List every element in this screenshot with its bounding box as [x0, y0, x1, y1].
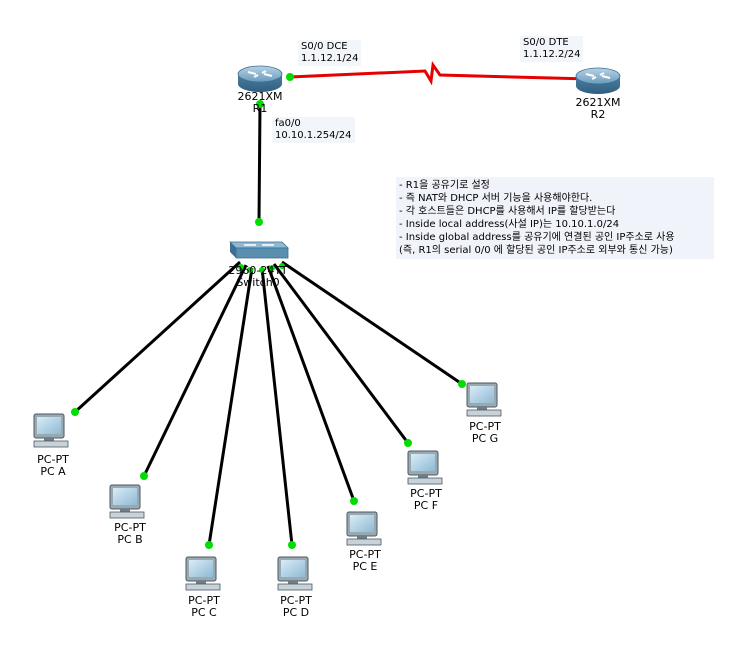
link-switch-pc-f: [272, 263, 410, 444]
pc-name: PC G: [471, 432, 499, 445]
pc-icon[interactable]: [407, 450, 443, 485]
r2-serial-ip: 1.1.12.2/24: [523, 49, 581, 60]
link-switch-pc-e: [266, 265, 356, 502]
router-name: R2: [590, 108, 606, 121]
r1-serial-interface: S0/0 DCE: [301, 41, 348, 52]
note-line: (즉, R1의 serial 0/0 에 할당된 공인 IP주소로 외부와 통신…: [399, 245, 673, 256]
pc-name: PC D: [282, 606, 310, 619]
switch-name: Switch0: [236, 276, 280, 289]
ethernet-link-r1-switch: [257, 103, 262, 223]
pc-type: PC-PT: [410, 487, 442, 500]
note-line: - 각 호스트들은 DHCP를 사용해서 IP를 할당받는다: [399, 206, 616, 217]
pc-icon[interactable]: [109, 484, 145, 519]
pc-g-label: PC-PT PC G: [455, 421, 515, 445]
pc-e-label: PC-PT PC E: [335, 549, 395, 573]
r1-fa-interface: fa0/0: [275, 118, 301, 129]
link-up-dot: [255, 218, 263, 226]
r2-serial-label: S0/0 DTE 1.1.12.2/24: [520, 36, 584, 62]
pc-name: PC B: [117, 533, 143, 546]
r1-fa-ip: 10.10.1.254/24: [275, 130, 352, 141]
r1-serial-label: S0/0 DCE 1.1.12.1/24: [298, 40, 362, 66]
link-switch-pc-c: [207, 267, 254, 546]
link-up-dot: [140, 472, 148, 480]
link-switch-pc-b: [142, 264, 248, 477]
pc-d-label: PC-PT PC D: [266, 595, 326, 619]
link-up-dot: [458, 380, 466, 388]
link-switch-pc-a: [73, 260, 242, 414]
router-r2-label: 2621XM R2: [568, 97, 628, 121]
r1-fa-label: fa0/0 10.10.1.254/24: [272, 117, 355, 143]
switch-icon[interactable]: [229, 241, 289, 259]
r2-serial-interface: S0/0 DTE: [523, 37, 569, 48]
pc-type: PC-PT: [349, 548, 381, 561]
pc-name: PC C: [191, 606, 217, 619]
note-line: - 즉 NAT와 DHCP 서버 기능을 사용해야한다.: [399, 193, 593, 204]
r1-serial-ip: 1.1.12.1/24: [301, 53, 359, 64]
switch-model: 2960-24TT: [228, 264, 288, 277]
router-icon[interactable]: [575, 67, 621, 94]
link-up-dot: [404, 439, 412, 447]
pc-type: PC-PT: [469, 420, 501, 433]
note-line: - R1을 공유기로 설정: [399, 180, 490, 191]
router-r1-label: 2621XM R1: [230, 91, 290, 115]
link-switch-pc-d: [260, 267, 294, 546]
pc-f-label: PC-PT PC F: [396, 488, 456, 512]
pc-icon[interactable]: [277, 556, 313, 591]
router-model: 2621XM: [575, 96, 621, 109]
link-up-dot: [205, 541, 213, 549]
link-up-dot: [71, 408, 79, 416]
router-name: R1: [252, 102, 268, 115]
pc-name: PC E: [352, 560, 378, 573]
pc-type: PC-PT: [114, 521, 146, 534]
pc-name: PC F: [413, 499, 439, 512]
link-up-dot: [286, 73, 294, 81]
pc-c-label: PC-PT PC C: [174, 595, 234, 619]
router-icon[interactable]: [237, 65, 283, 92]
serial-link-r1-r2: [289, 60, 591, 86]
link-up-dot: [256, 100, 264, 108]
pc-type: PC-PT: [188, 594, 220, 607]
link-up-dot: [247, 267, 253, 273]
link-up-dot: [350, 497, 358, 505]
pc-icon[interactable]: [466, 382, 502, 417]
pc-icon[interactable]: [33, 413, 69, 448]
link-up-dot: [279, 263, 285, 269]
note-line: - Inside global address를 공유기에 연결된 공인 IP주…: [399, 232, 675, 243]
link-switch-pc-g: [281, 260, 463, 386]
pc-icon[interactable]: [185, 556, 221, 591]
pc-a-label: PC-PT PC A: [23, 454, 83, 478]
pc-type: PC-PT: [37, 453, 69, 466]
pc-icon[interactable]: [346, 511, 382, 546]
note-line: - Inside local address(사설 IP)는 10.10.1.0…: [399, 219, 620, 230]
link-up-dot: [288, 541, 296, 549]
pc-b-label: PC-PT PC B: [100, 522, 160, 546]
link-up-dot: [269, 265, 275, 271]
link-up-dot: [259, 267, 265, 273]
pc-type: PC-PT: [280, 594, 312, 607]
switch-label: 2960-24TT Switch0: [216, 265, 300, 289]
pc-icons: [33, 382, 502, 591]
configuration-note: - R1을 공유기로 설정 - 즉 NAT와 DHCP 서버 기능을 사용해야한…: [396, 177, 714, 259]
pc-name: PC A: [40, 465, 66, 478]
ethernet-links-switch-pcs: [73, 260, 463, 546]
link-up-dot: [238, 264, 244, 270]
link-status-indicators: [71, 73, 594, 549]
router-model: 2621XM: [237, 90, 283, 103]
